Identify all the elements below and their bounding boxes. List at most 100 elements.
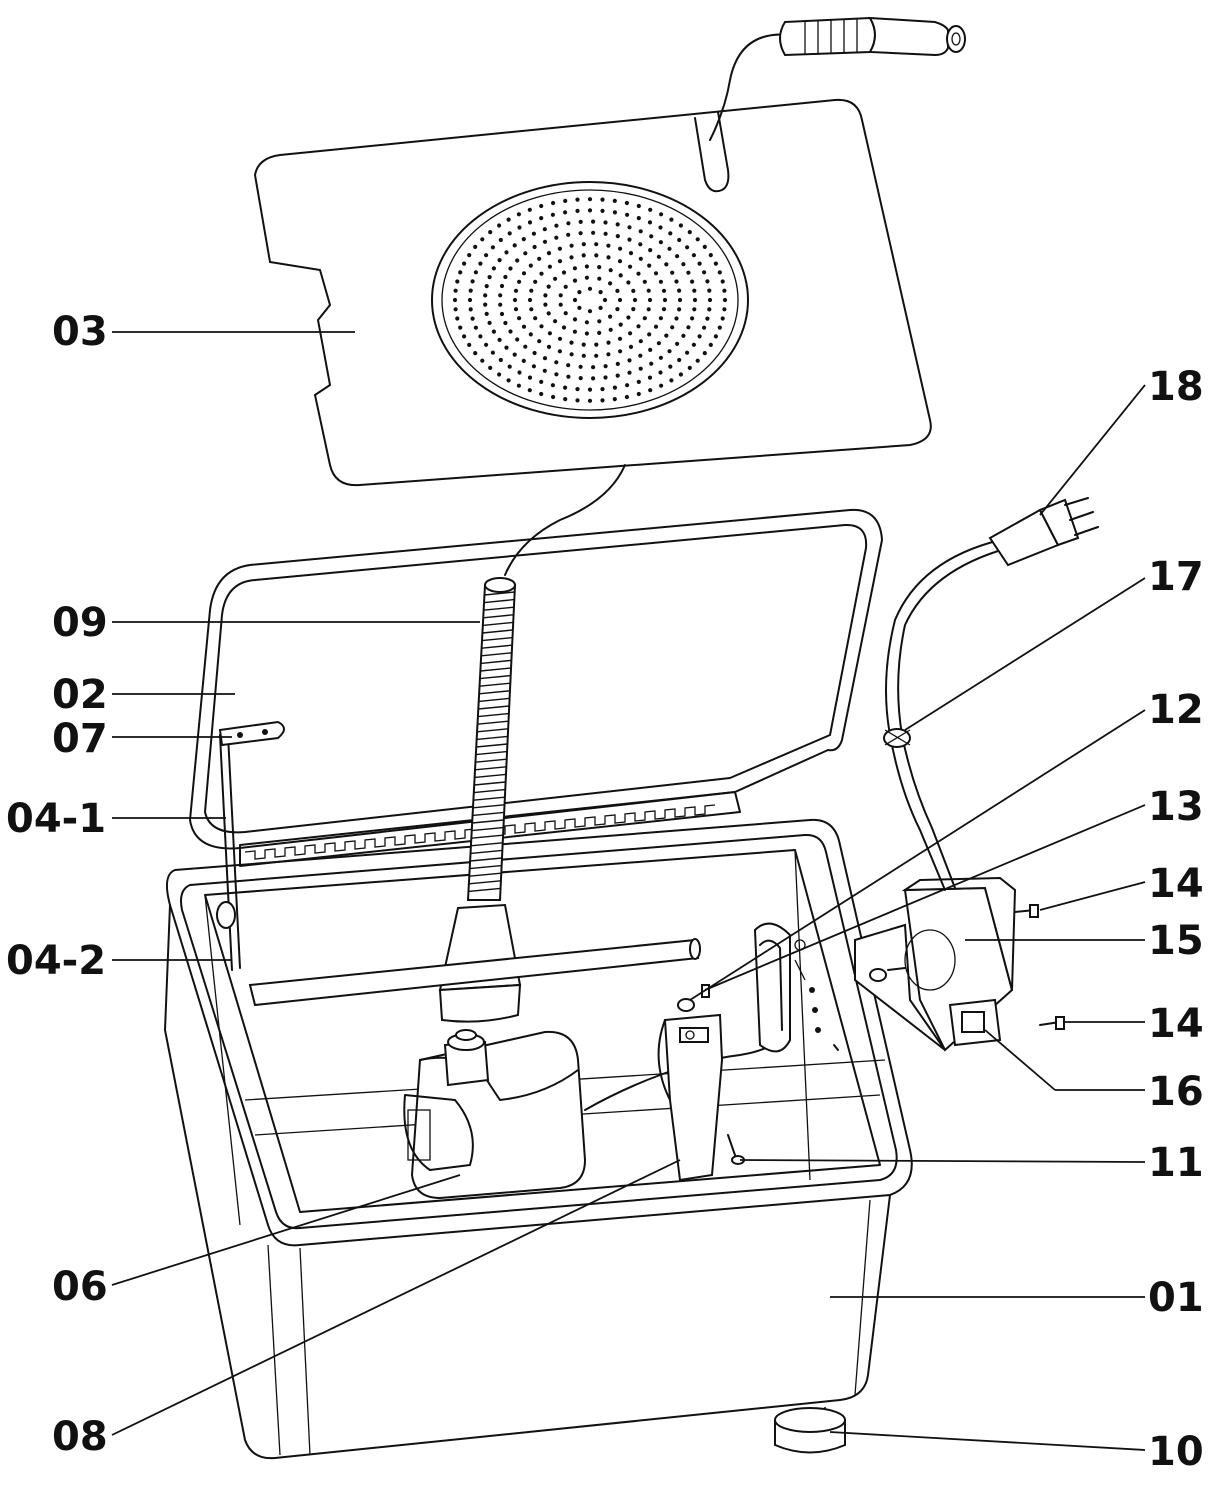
label-01: 01: [1148, 1275, 1204, 1321]
label-15: 15: [1148, 918, 1204, 964]
hose-ring: [477, 720, 509, 725]
sieve-hole: [566, 221, 571, 226]
sieve-hole: [480, 358, 485, 363]
sieve-hole: [606, 340, 611, 345]
sieve-hole: [618, 322, 623, 327]
sieve-hole: [631, 288, 636, 293]
sieve-hole: [691, 253, 697, 258]
sieve-hole: [598, 305, 603, 310]
sieve-hole: [608, 281, 613, 286]
sieve-hole: [563, 311, 568, 316]
hose-ring: [481, 644, 513, 649]
sieve-hole: [499, 311, 505, 317]
sieve-hole: [470, 316, 475, 321]
sieve-hole: [594, 242, 599, 247]
sieve-hole: [532, 350, 537, 356]
label-04-2: 04-2: [6, 938, 106, 984]
sieve-hole: [612, 385, 618, 390]
sieve-hole: [722, 307, 727, 312]
sieve-hole: [677, 237, 682, 243]
sieve-hole: [557, 336, 563, 341]
sieve-hole: [554, 223, 559, 228]
sieve-hole: [458, 270, 463, 275]
sieve-hole: [458, 325, 463, 330]
sieve-hole: [578, 231, 583, 236]
sieve-hole: [468, 288, 473, 293]
sieve-hole: [569, 340, 574, 345]
sieve-hole: [597, 330, 602, 335]
sieve-hole: [455, 279, 460, 284]
sieve-hole: [542, 239, 548, 244]
sieve-hole: [615, 234, 620, 239]
sieve-hole: [537, 256, 542, 261]
sieve-hole: [675, 341, 680, 346]
sieve-hole: [668, 364, 673, 369]
hose-ring: [472, 804, 505, 809]
sieve-hole: [516, 212, 522, 217]
sieve-hole: [487, 275, 492, 280]
sieve-hole: [581, 242, 586, 247]
sieve-hole: [642, 279, 647, 284]
sieve-hole: [575, 387, 580, 392]
sieve-hole: [517, 225, 522, 230]
hose-ring: [476, 735, 508, 741]
sieve-hole: [539, 391, 544, 397]
sieve-hole: [542, 227, 547, 232]
label-11: 11: [1148, 1140, 1204, 1186]
sieve-hole: [513, 307, 519, 312]
sieve-hole: [483, 293, 488, 298]
sieve-hole: [618, 349, 623, 354]
sieve-hole: [499, 283, 505, 289]
sieve-hole: [705, 279, 710, 284]
sieve-hole: [527, 375, 533, 380]
sieve-hole: [512, 352, 517, 357]
sieve-hole: [638, 339, 643, 344]
sieve-hole: [587, 309, 593, 314]
sieve-hole: [686, 325, 691, 330]
nozzle-handle: [709, 16, 966, 141]
sieve-hole: [591, 365, 596, 370]
sieve-hole: [462, 334, 467, 339]
sieve-hole: [720, 279, 725, 284]
sieve-hole: [648, 248, 653, 253]
sieve-hole: [661, 307, 667, 312]
label-07: 07: [52, 716, 108, 762]
sieve-hole: [617, 259, 623, 264]
sieve-hole: [550, 212, 556, 217]
sieve-hole: [584, 264, 590, 269]
sieve-hole: [587, 197, 593, 202]
sieve-hole: [453, 288, 458, 293]
sieve-hole: [708, 342, 713, 347]
sieve-hole: [563, 198, 568, 203]
label-14-bottom: 14: [1148, 1001, 1204, 1047]
sieve-hole: [547, 331, 553, 336]
sieve-hole: [667, 349, 672, 354]
sieve-hole: [533, 279, 538, 284]
label-17: 17: [1148, 554, 1204, 600]
part-04-hinge-rods: [216, 720, 285, 971]
hose-ring: [475, 750, 507, 756]
sieve-hole: [572, 266, 578, 271]
sieve-hole: [515, 258, 520, 263]
sieve-hole: [690, 279, 695, 284]
sieve-hole: [594, 353, 599, 358]
sieve-hole: [648, 207, 653, 212]
sieve-hole: [638, 366, 643, 371]
sieve-hole: [551, 394, 556, 400]
hose-ring: [470, 849, 503, 855]
hose-ring: [472, 811, 505, 817]
sieve-hole: [636, 271, 641, 276]
hose-ring: [472, 819, 504, 824]
part-16-rocker-switch: [948, 998, 1002, 1047]
hose-ring: [473, 796, 505, 801]
hose-ring: [471, 826, 504, 832]
sieve-hole: [603, 220, 608, 225]
sieve-hole: [546, 344, 552, 349]
sieve-hole: [507, 364, 512, 369]
sieve-hole: [517, 316, 522, 321]
sieve-hole: [577, 305, 582, 310]
sieve-hole: [606, 352, 611, 357]
sieve-hole: [578, 364, 583, 369]
sieve-hole: [692, 307, 697, 312]
sieve-hole: [646, 288, 651, 293]
